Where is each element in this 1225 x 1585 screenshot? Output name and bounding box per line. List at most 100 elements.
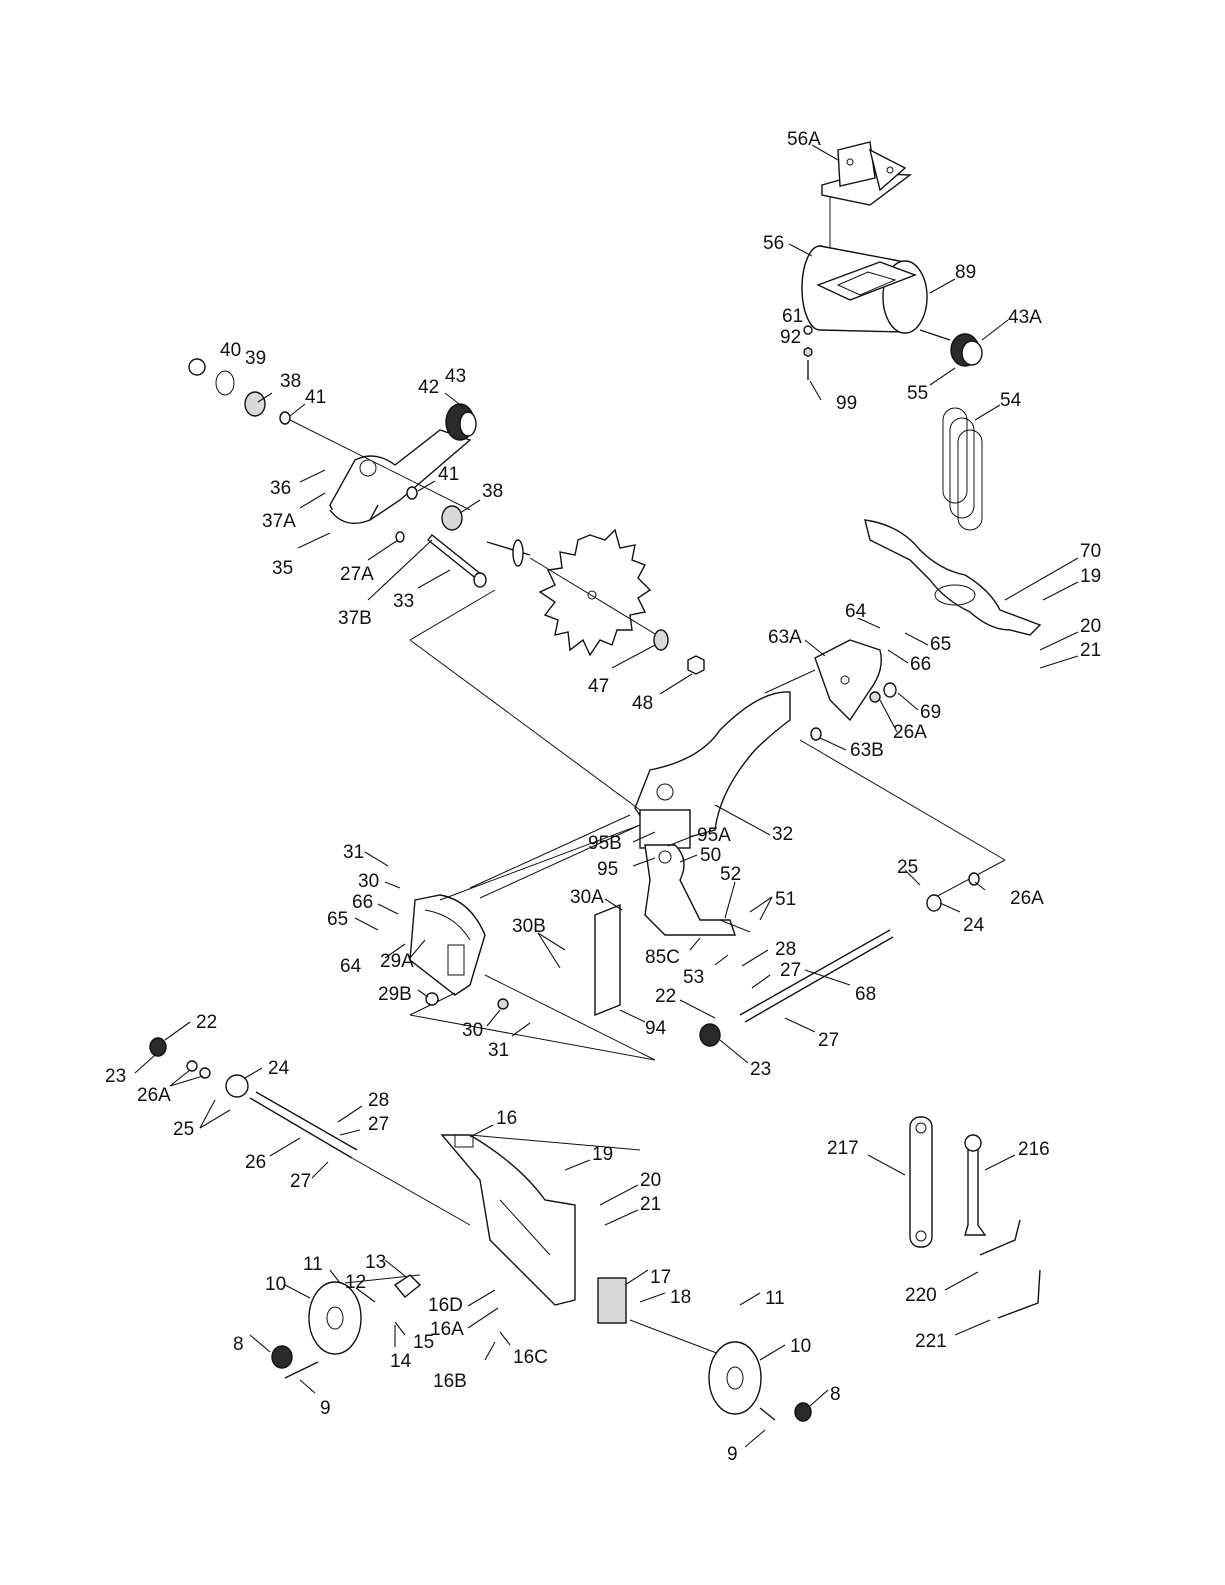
part-label-31a: 31 [343,842,364,863]
part-label-10b: 10 [790,1336,811,1357]
tilt-bracket-50 [644,844,736,936]
part-label-27a: 27 [780,960,801,981]
part-label-54: 54 [1000,390,1022,411]
part-label-70: 70 [1080,541,1101,562]
arbor-nut-and-bearing-stack [188,358,291,425]
part-label-20b: 20 [640,1170,661,1191]
part-label-31b: 31 [488,1040,509,1061]
part-label-38b: 38 [482,481,503,502]
part-label-221: 221 [915,1331,947,1352]
part-label-33: 33 [393,591,414,612]
part-label-65a: 65 [930,634,951,655]
part-label-27d: 27 [290,1171,311,1192]
part-label-68: 68 [855,984,876,1005]
leader-lines [134,144,1079,1448]
part-label-26Ab: 26A [1010,888,1044,909]
part-label-56A: 56A [787,129,821,150]
handwheel-left [308,1281,362,1355]
v-belts [942,407,983,531]
part-label-27b: 27 [818,1030,839,1051]
part-label-9a: 9 [320,1398,331,1419]
part-label-52: 52 [720,864,741,885]
part-label-30B: 30B [512,916,546,937]
part-label-28a: 28 [775,939,796,960]
handwheel-right [708,1341,762,1415]
rear-trunnion-bracket [814,639,882,722]
part-label-53: 53 [683,967,704,988]
part-label-66b: 66 [352,892,373,913]
motor-arm-casting [634,691,791,849]
motor-pulley [950,333,983,367]
part-label-21b: 21 [640,1194,661,1215]
part-label-95: 95 [597,859,618,880]
part-label-64a: 64 [845,601,867,622]
arbor-shaft [486,539,531,567]
part-label-16: 16 [496,1108,517,1129]
part-label-99: 99 [836,393,857,414]
part-label-27A: 27A [340,564,374,585]
part-labels: 56A 56 89 61 92 43A 99 55 54 40 39 38 41… [105,129,1101,1465]
part-label-29B: 29B [378,984,412,1005]
part-label-19b: 19 [592,1144,613,1165]
part-label-21a: 21 [1080,640,1101,661]
part-label-95B: 95B [588,833,622,854]
hex-key-221 [997,1269,1041,1319]
tilt-shaft-68 [739,929,894,1023]
part-label-8b: 8 [830,1384,841,1405]
part-label-39: 39 [245,348,266,369]
part-label-48: 48 [632,693,653,714]
part-label-41b: 41 [438,464,459,485]
part-label-41a: 41 [305,387,326,408]
part-label-22a: 22 [655,986,676,1007]
part-label-15: 15 [413,1332,434,1353]
part-label-38a: 38 [280,371,301,392]
elevation-shaft-26 [249,1091,358,1159]
part-label-55: 55 [907,383,928,404]
part-label-66a: 66 [910,654,931,675]
part-label-16C: 16C [513,1347,548,1368]
part-label-92: 92 [780,327,801,348]
part-label-64b: 64 [340,956,362,977]
part-label-63B: 63B [850,740,884,761]
hex-key-220 [979,1219,1021,1256]
part-label-220: 220 [905,1285,937,1306]
part-label-19a: 19 [1080,566,1101,587]
part-label-89: 89 [955,262,976,283]
arbor-pulley [445,403,477,441]
part-label-43A: 43A [1008,307,1042,328]
part-label-28b: 28 [368,1090,389,1111]
part-label-30b: 30 [462,1020,483,1041]
part-label-63A: 63A [768,627,802,648]
part-label-23a: 23 [750,1059,771,1080]
part-label-69: 69 [920,702,941,723]
part-label-27c: 27 [368,1114,389,1135]
part-label-56: 56 [763,233,784,254]
part-label-24b: 24 [268,1058,290,1079]
part-label-40: 40 [220,340,241,361]
part-label-217: 217 [827,1138,859,1159]
part-label-37A: 37A [262,511,296,532]
base-trunnion-16 [440,1134,576,1306]
part-label-16B: 16B [433,1371,467,1392]
part-label-12: 12 [345,1272,366,1293]
open-wrench-216 [964,1134,987,1236]
part-label-32: 32 [772,824,793,845]
part-label-10a: 10 [265,1274,286,1295]
part-label-24a: 24 [963,915,985,936]
part-label-216: 216 [1018,1139,1050,1160]
part-label-22b: 22 [196,1012,217,1033]
part-label-9b: 9 [727,1444,738,1465]
part-label-29A: 29A [380,951,414,972]
part-label-65b: 65 [327,909,348,930]
part-label-18: 18 [670,1287,691,1308]
part-label-85C: 85C [645,947,680,968]
part-label-23b: 23 [105,1066,126,1087]
part-label-16D: 16D [428,1295,463,1316]
part-label-47: 47 [588,676,609,697]
part-label-16A: 16A [430,1319,464,1340]
part-label-42: 42 [418,377,439,398]
part-label-37B: 37B [338,608,372,629]
part-label-26Aa: 26A [893,722,927,743]
motor-mount-bracket [821,141,912,206]
